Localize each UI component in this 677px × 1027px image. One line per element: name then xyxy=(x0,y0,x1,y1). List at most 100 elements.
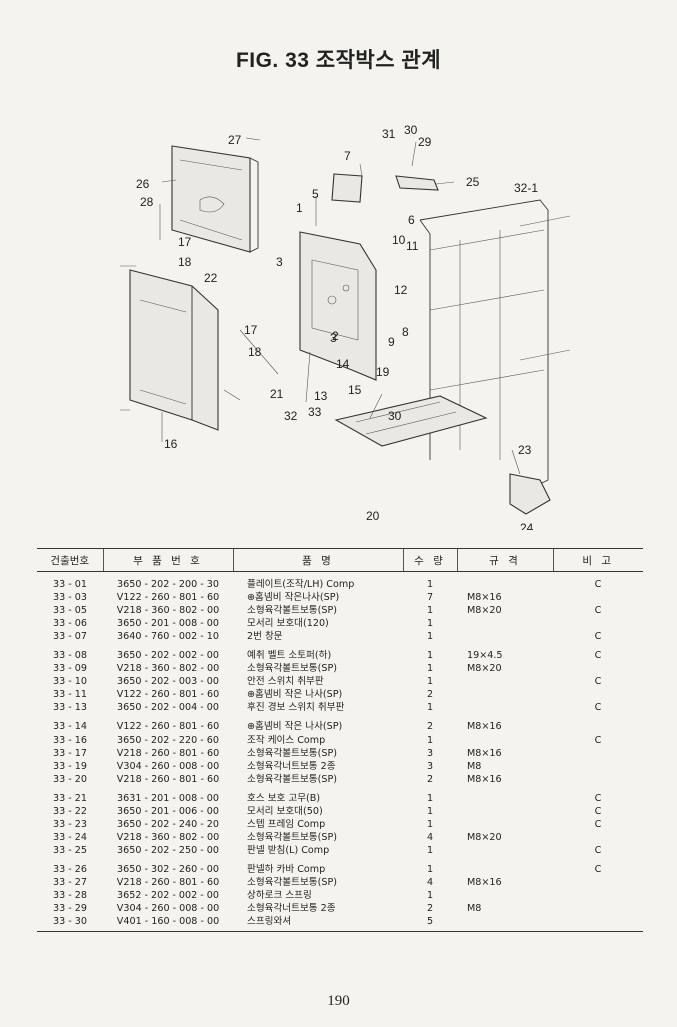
cell-no: 33 - 06 xyxy=(53,618,87,630)
window-7 xyxy=(331,173,363,203)
cell-no: 33 - 11 xyxy=(53,689,87,701)
cell-part-name: 조작 케이스 Comp xyxy=(247,734,326,746)
cell-quantity: 1 xyxy=(426,805,434,817)
cell-spec xyxy=(457,857,553,876)
cell-no: 33 - 07 xyxy=(53,631,87,643)
label-24: 24 xyxy=(520,521,534,530)
cell-part-name: 2번 창문 xyxy=(247,631,283,643)
label-6: 6 xyxy=(408,213,415,227)
cell-part-number: V401 - 160 - 008 - 00 xyxy=(103,915,233,933)
cell-part-name: 소형육각볼트보통(SP) xyxy=(247,831,337,843)
cell-part-name: 후진 경보 스위치 취부판 xyxy=(247,702,345,714)
cell-no: 33 - 28 xyxy=(53,890,87,902)
panel-cover-26 xyxy=(171,145,259,253)
label-2: 2 xyxy=(332,329,339,343)
cell-no: 33 - 25 xyxy=(53,844,87,856)
cell-part-name: 소형육각볼트보통(SP) xyxy=(247,663,337,675)
exploded-parts-diagram: 27 26 28 17 18 22 16 7 5 1 3 31 30 29 25… xyxy=(120,123,570,530)
cell-quantity: 1 xyxy=(426,890,434,902)
page-number: 190 xyxy=(327,993,350,1009)
cell-note xyxy=(553,773,643,786)
header-quantity: 수 량 xyxy=(402,548,457,572)
cell-spec: M8×20 xyxy=(467,605,502,617)
header-note: 비 고 xyxy=(552,548,643,572)
figure-title: FIG. 33 조작박스 관계 xyxy=(235,49,442,72)
cell-part-number: 3650 - 202 - 004 - 00 xyxy=(117,702,219,714)
cell-part-name: 판넬 받침(L) Comp xyxy=(247,844,330,856)
cell-no: 33 - 21 xyxy=(53,792,87,804)
cell-no: 33 - 13 xyxy=(53,702,87,714)
cell-spec xyxy=(457,889,553,902)
cell-part-number: V218 - 260 - 801 - 60 xyxy=(116,773,220,785)
label-16: 16 xyxy=(164,437,178,451)
cell-note: C xyxy=(594,792,602,804)
cell-part-number: 3650 - 202 - 220 - 60 xyxy=(117,734,219,746)
cell-no: 33 - 10 xyxy=(53,676,87,688)
cell-quantity: 1 xyxy=(426,792,434,804)
cell-part-number: 3631 - 201 - 008 - 00 xyxy=(117,792,219,804)
cell-note xyxy=(553,617,643,630)
cell-part-number: V122 - 260 - 801 - 60 xyxy=(116,592,220,604)
cell-spec: M8×16 xyxy=(467,877,502,888)
cell-part-number: V218 - 360 - 802 - 00 xyxy=(116,831,220,843)
label-17: 17 xyxy=(178,235,192,249)
cell-spec: M8×16 xyxy=(467,721,502,733)
cell-part-name: ⊕홈넴비 작은 나사(SP) xyxy=(247,689,343,701)
step-frame-20 xyxy=(334,395,488,447)
label-21: 21 xyxy=(270,387,284,401)
cell-quantity: 1 xyxy=(426,650,434,662)
label-32: 32 xyxy=(284,409,298,423)
cell-part-number: 3650 - 202 - 003 - 00 xyxy=(117,676,219,688)
cell-note xyxy=(553,889,643,902)
label-18b: 18 xyxy=(248,345,262,359)
table-header-row: 건출번호 부 품 번 호 품 명 수 량 규 격 비 고 xyxy=(37,548,643,572)
cell-note xyxy=(553,591,643,604)
bracket-23-24 xyxy=(509,473,551,515)
cell-quantity: 1 xyxy=(426,734,434,746)
label-14: 14 xyxy=(336,357,350,371)
label-11: 11 xyxy=(406,239,419,253)
label-3: 3 xyxy=(276,255,283,269)
cell-part-name: 소형육각볼트보통(SP) xyxy=(247,605,337,617)
cell-spec xyxy=(457,844,553,857)
cell-note: C xyxy=(594,702,602,714)
cell-part-name: 소형육각너트보통 2종 xyxy=(247,903,336,915)
control-case-16 xyxy=(120,265,219,431)
cell-part-number: 3650 - 202 - 240 - 20 xyxy=(117,818,219,830)
cell-spec: M8 xyxy=(467,903,482,915)
cell-quantity: 1 xyxy=(426,702,434,714)
cell-spec xyxy=(457,572,553,592)
label-8: 8 xyxy=(402,325,409,339)
cell-part-number: V218 - 260 - 801 - 60 xyxy=(116,877,220,888)
cell-part-number: V122 - 260 - 801 - 60 xyxy=(116,721,220,733)
header-part-name: 품 명 xyxy=(232,548,403,572)
cell-note: C xyxy=(594,676,602,688)
label-30b: 30 xyxy=(388,409,402,423)
cell-quantity: 1 xyxy=(426,618,434,630)
cell-part-number: 3650 - 202 - 200 - 30 xyxy=(117,579,219,591)
cell-spec xyxy=(457,688,553,701)
cell-no: 33 - 05 xyxy=(53,605,87,617)
cell-part-name: 스프링와셔 xyxy=(233,915,403,933)
label-26: 26 xyxy=(136,177,150,191)
label-30: 30 xyxy=(404,123,418,137)
label-9: 9 xyxy=(388,335,395,349)
cell-spec xyxy=(457,915,553,933)
cell-spec: M8×16 xyxy=(467,773,502,785)
label-3b: 3 xyxy=(330,331,337,345)
cell-part-name: 안전 스위치 취부판 xyxy=(247,676,324,688)
cell-quantity: 5 xyxy=(403,915,457,933)
cell-no: 33 - 17 xyxy=(53,747,87,759)
